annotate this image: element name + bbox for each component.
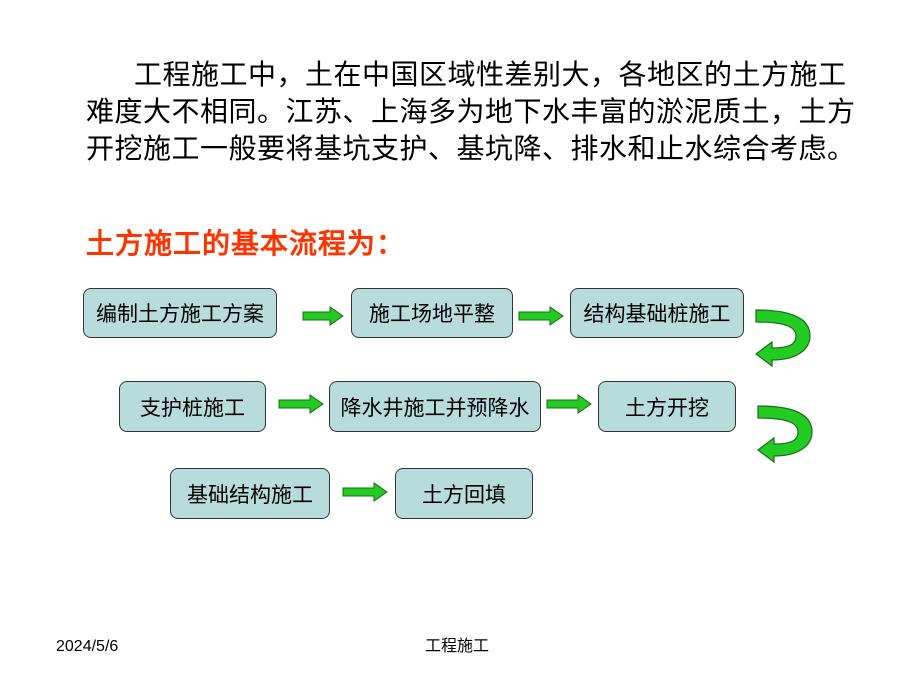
step-5-box: 降水井施工并预降水 — [329, 381, 541, 432]
footer-title: 工程施工 — [425, 638, 490, 655]
right-arrow-icon — [546, 394, 592, 414]
step-3-box: 结构基础桩施工 — [570, 288, 744, 338]
step-4-box: 支护桩施工 — [119, 381, 266, 432]
step-2-box: 施工场地平整 — [351, 288, 513, 338]
right-arrow-icon — [278, 394, 324, 414]
intro-paragraph: 工程施工中，土在中国区域性差别大，各地区的土方施工难度大不相同。江苏、上海多为地… — [86, 58, 856, 165]
step-1-box: 编制土方施工方案 — [83, 288, 277, 338]
footer-date: 2024/5/6 — [56, 638, 119, 655]
step-7-box: 基础结构施工 — [170, 468, 330, 519]
right-arrow-icon — [302, 306, 344, 326]
uturn-arrow-icon — [755, 309, 811, 368]
right-arrow-icon — [518, 306, 564, 326]
step-8-box: 土方回填 — [395, 468, 533, 519]
right-arrow-icon — [342, 482, 388, 502]
step-6-box: 土方开挖 — [598, 381, 736, 432]
uturn-arrow-icon — [757, 405, 813, 464]
flow-heading: 土方施工的基本流程为： — [86, 227, 406, 260]
